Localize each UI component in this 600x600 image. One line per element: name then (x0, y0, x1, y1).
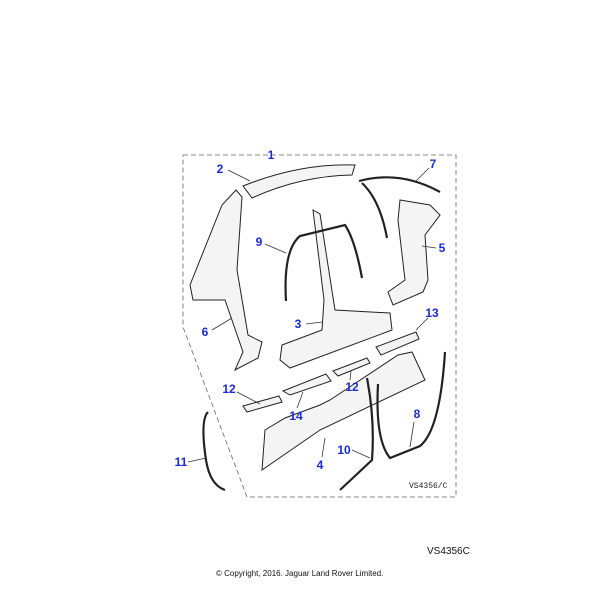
drawing-reference: VS4356/C (409, 482, 448, 491)
part-bracket-12-right (332, 357, 371, 377)
callout-6[interactable]: 6 (201, 325, 209, 339)
callout-1[interactable]: 1 (267, 148, 275, 162)
copyright-notice: © Copyright, 2016. Jaguar Land Rover Lim… (216, 569, 384, 578)
part-seal-8 (376, 351, 447, 460)
callout-5[interactable]: 5 (438, 241, 446, 255)
callout-4[interactable]: 4 (316, 458, 324, 472)
callout-8[interactable]: 8 (413, 407, 421, 421)
callout-9[interactable]: 9 (255, 235, 263, 249)
group-boundary (182, 154, 457, 498)
callout-12-left[interactable]: 12 (222, 382, 236, 396)
callout-3[interactable]: 3 (294, 317, 302, 331)
callout-7[interactable]: 7 (429, 157, 437, 171)
callout-11[interactable]: 11 (174, 455, 188, 469)
callout-13[interactable]: 13 (425, 306, 439, 320)
callout-2[interactable]: 2 (216, 162, 224, 176)
illustration-code: VS4356C (427, 546, 470, 557)
part-outer-sill (261, 351, 426, 472)
part-seal-11 (202, 411, 226, 492)
part-roof-rail (242, 164, 356, 199)
callout-10[interactable]: 10 (337, 443, 351, 457)
part-seal-10 (339, 377, 374, 491)
part-bracket-12-left (242, 395, 283, 413)
part-seal-9 (284, 223, 364, 302)
part-bracket-14 (281, 373, 332, 396)
part-b-pillar (279, 209, 393, 369)
part-a-pillar (387, 199, 441, 306)
callout-12-right[interactable]: 12 (345, 380, 359, 394)
part-rear-pillar (189, 189, 263, 372)
leader-lines (187, 167, 437, 463)
callout-14[interactable]: 14 (289, 409, 303, 423)
part-bracket-13 (375, 331, 420, 356)
part-seal-7 (358, 176, 441, 239)
